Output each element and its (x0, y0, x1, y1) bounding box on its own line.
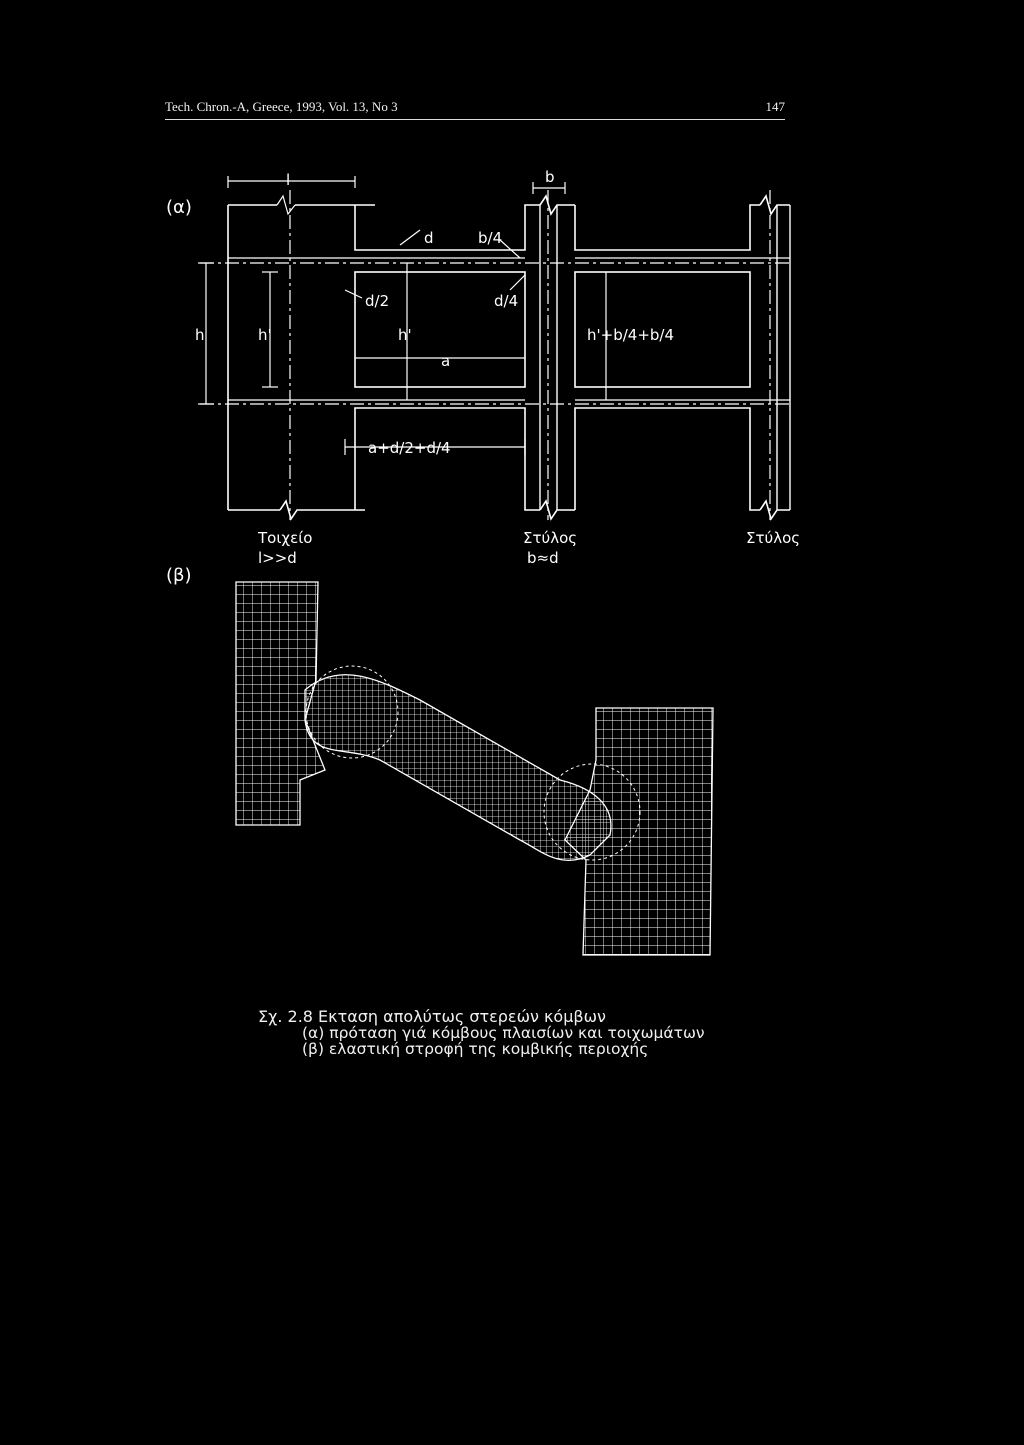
deformed-mesh (235, 581, 714, 956)
caption-title: Σχ. 2.8 Εκταση απολύτως στερεών κόμβων (258, 1007, 606, 1026)
label-wall: Τοιχείο (257, 529, 312, 547)
panel-b-label: (β) (166, 565, 192, 586)
centerlines (200, 190, 790, 520)
dim-h-sum: h'+b/4+b/4 (587, 326, 674, 344)
page-number: 147 (765, 99, 786, 114)
label-column-condition: b≈d (527, 549, 559, 567)
label-wall-condition: l>>d (258, 549, 297, 567)
figure-caption: Σχ. 2.8 Εκταση απολύτως στερεών κόμβων (… (258, 1007, 705, 1058)
dim-h-prime: h' (258, 326, 272, 344)
dim-l: l (286, 171, 290, 189)
caption-line-a: (α) πρόταση γιά κόμβους πλαισίων και τοι… (302, 1024, 705, 1042)
panel-a-label: (α) (166, 197, 192, 218)
dim-d2: d/2 (365, 292, 389, 310)
dim-b4: b/4 (478, 229, 502, 247)
caption-line-b: (β) ελαστική στροφή της κομβικής περιοχή… (302, 1040, 649, 1058)
dimension-lines (198, 176, 607, 455)
dim-h: h (195, 326, 205, 344)
dim-a-sum: a+d/2+d/4 (368, 439, 451, 457)
journal-reference: Tech. Chron.-A, Greece, 1993, Vol. 13, N… (165, 99, 398, 114)
dim-b: b (545, 168, 555, 186)
label-column-right: Στύλος (746, 529, 800, 547)
header-rule (165, 119, 785, 120)
label-column: Στύλος (523, 529, 577, 547)
frame-drawing (227, 194, 791, 521)
running-header: Tech. Chron.-A, Greece, 1993, Vol. 13, N… (165, 99, 785, 117)
dim-a: a (441, 352, 450, 370)
dim-d: d (424, 229, 434, 247)
dim-h-prime-inner: h' (398, 326, 412, 344)
dim-d4: d/4 (494, 292, 518, 310)
